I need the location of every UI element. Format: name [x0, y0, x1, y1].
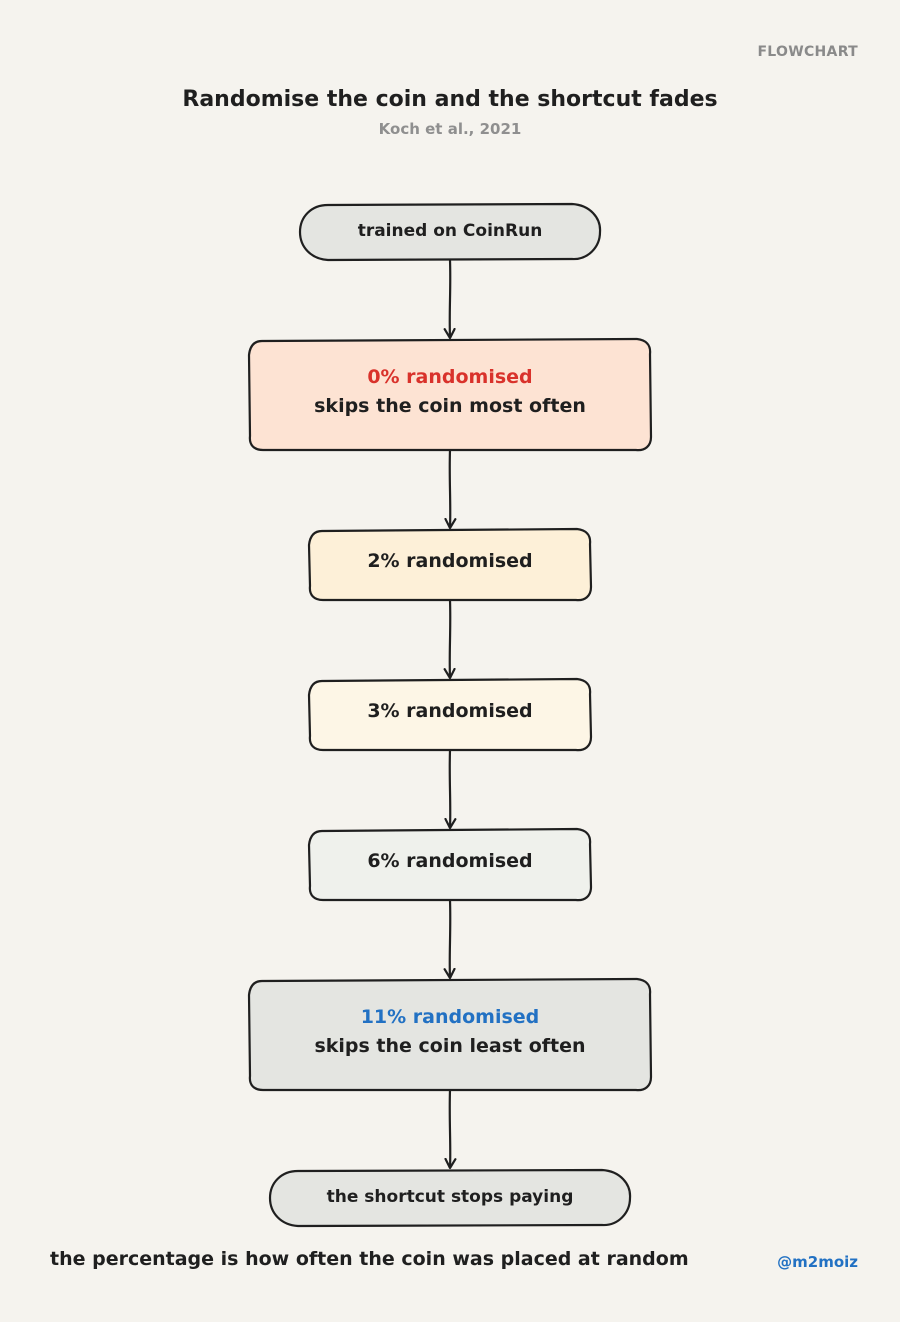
node-6pct-shape: [307, 827, 593, 902]
start-terminal-label: trained on CoinRun: [357, 221, 543, 241]
connector-6pct-to-11pct: [450, 899, 451, 978]
footnote: the percentage is how often the coin was…: [50, 1248, 689, 1270]
node-11pct-heading: 11% randomised: [360, 1006, 540, 1028]
connector-11pct-to-end: [450, 1089, 451, 1168]
node-2pct-shape: [307, 527, 593, 602]
connector-start-to-0pct: [450, 259, 451, 338]
node-3pct-shape: [307, 677, 593, 752]
node-11pct-detail: skips the coin least often: [314, 1035, 586, 1057]
end-terminal-shape: [268, 1168, 632, 1228]
diagram-type-tag: FLOWCHART: [757, 44, 858, 60]
node-11pct-shape: [247, 977, 653, 1092]
node-0pct-heading: 0% randomised: [367, 366, 533, 388]
connector-0pct-to-2pct: [450, 449, 451, 528]
connector-2pct-to-3pct: [450, 599, 451, 678]
end-terminal-label: the shortcut stops paying: [326, 1187, 574, 1207]
node-6pct-heading: 6% randomised: [367, 850, 533, 872]
diagram-citation: Koch et al., 2021: [378, 120, 522, 138]
node-0pct-detail: skips the coin most often: [314, 395, 586, 417]
node-2pct-heading: 2% randomised: [367, 550, 533, 572]
author-handle[interactable]: @m2moiz: [777, 1253, 858, 1271]
start-terminal-shape: [298, 202, 602, 262]
node-3pct-heading: 3% randomised: [367, 700, 533, 722]
diagram-title: Randomise the coin and the shortcut fade…: [182, 87, 718, 112]
node-0pct-shape: [247, 337, 653, 452]
connector-3pct-to-6pct: [450, 749, 451, 828]
